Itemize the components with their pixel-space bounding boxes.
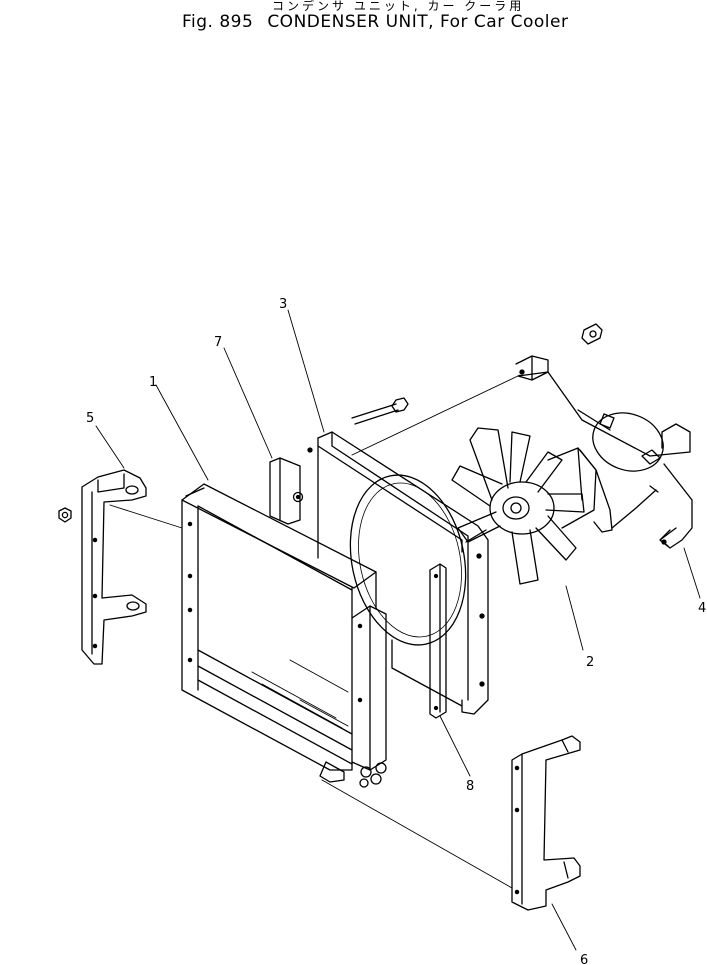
mounting-strip-part-8 <box>429 563 447 719</box>
callout-7: 7 <box>214 335 222 350</box>
side-plate-part-7 <box>269 457 304 525</box>
callout-2: 2 <box>586 655 594 670</box>
callout-3: 3 <box>279 297 287 312</box>
callout-4: 4 <box>698 601 706 616</box>
callout-labels: 1 2 3 4 5 6 7 8 <box>86 297 706 965</box>
part-name: CONDENSER UNIT, For Car Cooler <box>267 12 569 32</box>
english-title: Fig. 895 CONDENSER UNIT, For Car Cooler <box>182 12 582 32</box>
condenser-core-part-1 <box>181 483 387 788</box>
callout-5: 5 <box>86 411 94 426</box>
japanese-title: コンデンサ ユニット, カー クーラ用 <box>272 0 525 13</box>
motor-bracket-part-4 <box>515 323 693 549</box>
callout-1: 1 <box>149 375 157 390</box>
left-bracket-part-5 <box>58 469 147 665</box>
figure-number: Fig. 895 <box>182 12 254 32</box>
assembly-lines <box>109 374 521 889</box>
fan-assembly-part-2 <box>451 427 597 585</box>
lower-bracket-part-6 <box>511 735 581 911</box>
callout-8: 8 <box>466 779 474 794</box>
leader-lines <box>95 309 701 951</box>
figure-title: コンデンサ ユニット, カー クーラ用 Fig. 895 CONDENSER UN… <box>0 0 707 40</box>
fan-shroud-part-3 <box>307 397 489 715</box>
callout-6: 6 <box>580 953 588 965</box>
